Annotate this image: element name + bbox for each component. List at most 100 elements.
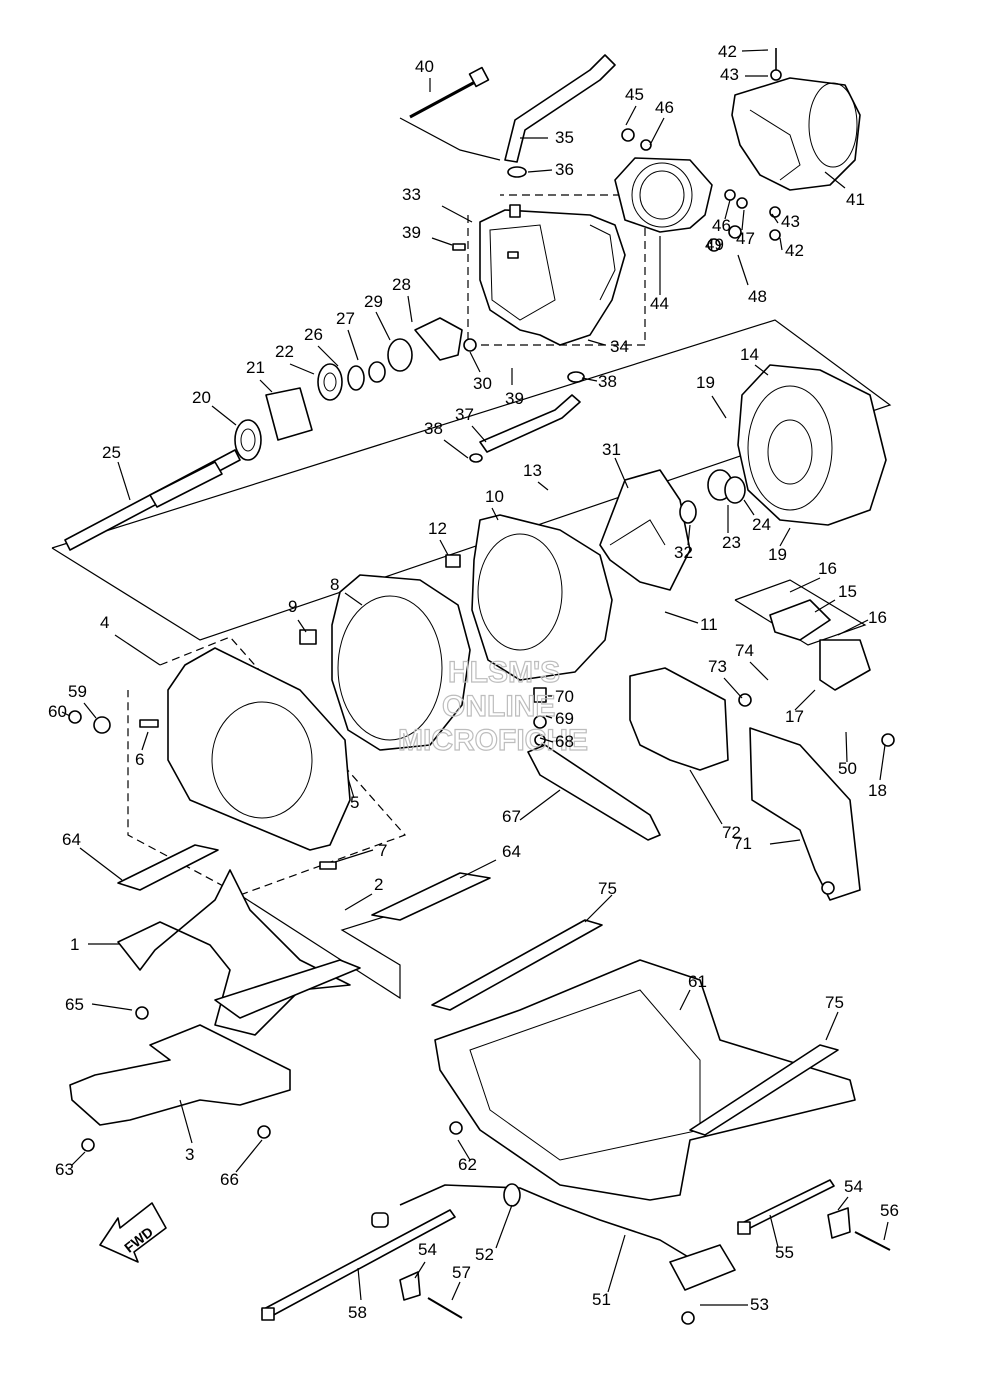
callout-label-27: 27 — [336, 309, 355, 328]
callout-label-32: 32 — [674, 543, 693, 562]
leader-line-57 — [451, 1281, 461, 1301]
part-nozzle-44 — [614, 157, 713, 233]
leader-line-54 — [837, 1196, 849, 1211]
callout-label-17: 17 — [785, 707, 804, 726]
callout-label-52: 52 — [475, 1245, 494, 1264]
leader-line-9 — [297, 619, 307, 633]
part-stand-1-and-2 — [117, 869, 361, 1036]
leader-line-10 — [491, 507, 499, 521]
callout-label-50: 50 — [838, 759, 857, 778]
leader-line-5 — [347, 777, 355, 799]
watermark-line-1: HLSM'S — [448, 656, 560, 689]
callout-label-18: 18 — [868, 781, 887, 800]
leader-line-46 — [724, 199, 731, 220]
part-bolt-40 — [409, 66, 490, 119]
leader-line-49 — [709, 239, 713, 245]
callout-label-42: 42 — [785, 241, 804, 260]
leader-line-43 — [771, 213, 779, 224]
leader-line-22 — [289, 363, 315, 375]
leader-line-47 — [741, 209, 745, 231]
callout-label-40: 40 — [415, 57, 434, 76]
callout-label-57: 57 — [452, 1263, 471, 1282]
callout-label-9: 9 — [288, 597, 297, 616]
leader-line-15 — [814, 599, 836, 613]
leader-line-42 — [741, 49, 769, 52]
callout-label-21: 21 — [246, 358, 265, 377]
leader-line-62 — [457, 1139, 471, 1161]
callout-label-47: 47 — [736, 229, 755, 248]
leader-line-56 — [883, 1221, 889, 1241]
part-plate-71 — [749, 727, 861, 901]
leader-line-73 — [723, 677, 743, 699]
watermark: HLSM'S ONLINE MICROFICHE — [397, 655, 588, 757]
leader-line-26 — [317, 345, 339, 367]
leader-line-46 — [649, 117, 665, 146]
part-plate-72 — [629, 667, 729, 771]
leader-line-72 — [689, 769, 723, 825]
leader-line-38 — [581, 377, 598, 382]
callout-label-39: 39 — [402, 223, 421, 242]
watermark-line-3: MICROFICHE — [398, 724, 588, 757]
leader-line-36 — [527, 169, 553, 173]
leader-line-61 — [679, 989, 691, 1011]
leader-line-12 — [439, 539, 449, 556]
part-shaft-25 — [64, 449, 241, 551]
leader-line-13 — [537, 481, 549, 491]
part-deflector-41 — [731, 77, 861, 191]
callout-label-54: 54 — [844, 1177, 863, 1196]
callout-label-51: 51 — [592, 1290, 611, 1309]
part-bracket-67 — [527, 744, 661, 841]
part-housing-14 — [679, 364, 887, 526]
callout-label-5: 5 — [350, 793, 359, 812]
callout-label-14: 14 — [740, 345, 759, 364]
leader-line-24 — [743, 499, 755, 516]
leader-line-31 — [614, 457, 629, 489]
leader-line-37 — [471, 425, 487, 443]
leader-line-39 — [431, 237, 453, 246]
callout-label-75: 75 — [598, 879, 617, 898]
leader-line-29 — [375, 311, 391, 341]
leader-line-48 — [737, 254, 749, 286]
leader-line-19 — [779, 527, 791, 547]
leader-line-38 — [443, 439, 469, 459]
part-duct-8 — [331, 574, 471, 751]
leader-line-11 — [664, 611, 699, 624]
callout-label-44: 44 — [650, 294, 669, 313]
callout-label-54: 54 — [418, 1240, 437, 1259]
callout-label-65: 65 — [65, 995, 84, 1014]
part-duct-10 — [471, 514, 613, 681]
callout-label-61: 61 — [688, 972, 707, 991]
callout-label-48: 48 — [748, 287, 767, 306]
callout-label-59: 59 — [68, 682, 87, 701]
leader-line-3 — [179, 1099, 193, 1144]
callout-label-43: 43 — [781, 212, 800, 231]
callout-label-67: 67 — [502, 807, 521, 826]
leader-line-75 — [825, 1011, 839, 1041]
part-hose-37 — [479, 394, 581, 453]
leader-line-21 — [259, 379, 273, 393]
part-number-labels: 1234567891011121314151616171819192021222… — [48, 42, 899, 1322]
leader-line-32 — [687, 524, 691, 546]
leader-line-4 — [114, 634, 161, 666]
part-clamp-36 — [507, 166, 527, 178]
callout-label-64: 64 — [62, 830, 81, 849]
leader-line-17 — [794, 689, 816, 711]
callout-label-12: 12 — [428, 519, 447, 538]
callout-label-34: 34 — [610, 337, 629, 356]
leader-line-28 — [407, 295, 413, 323]
callout-label-24: 24 — [752, 515, 771, 534]
callout-label-20: 20 — [192, 388, 211, 407]
forward-direction-arrow-icon: FWD — [99, 1202, 167, 1263]
callout-label-58: 58 — [348, 1303, 367, 1322]
part-housing-33 — [479, 204, 626, 346]
leader-line-42 — [779, 237, 783, 251]
callout-label-26: 26 — [304, 325, 323, 344]
leader-line-67 — [519, 789, 561, 821]
part-cable-51 — [371, 1183, 736, 1291]
leader-line-59 — [83, 702, 97, 719]
part-bracket-17 — [769, 599, 871, 691]
callout-label-63: 63 — [55, 1160, 74, 1179]
leader-line-6 — [141, 731, 149, 751]
callout-label-22: 22 — [275, 342, 294, 361]
